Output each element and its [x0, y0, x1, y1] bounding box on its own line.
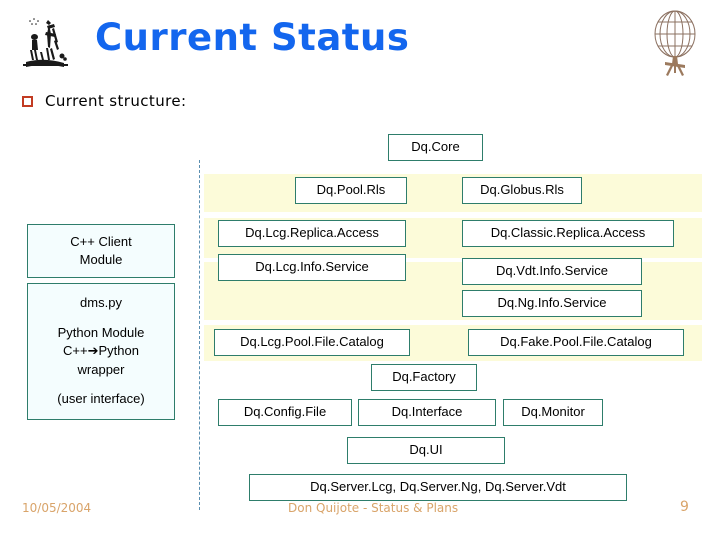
box-dq-classic-replica-access: Dq.Classic.Replica.Access — [462, 220, 674, 247]
box-dq-factory: Dq.Factory — [371, 364, 477, 391]
box-dq-config-file: Dq.Config.File — [218, 399, 352, 426]
python-module-line3: C++➔Python — [28, 342, 174, 361]
cpp-client-line1: C++ Client — [70, 233, 132, 249]
box-dq-lcg-pool-file-catalog: Dq.Lcg.Pool.File.Catalog — [214, 329, 410, 356]
cpp-client-line2: Module — [79, 252, 123, 267]
python-module-line3b: Python — [98, 342, 139, 358]
highlight-band-1 — [204, 174, 702, 212]
footer-date: 10/05/2004 — [22, 501, 92, 515]
python-module-title: dms.py — [80, 295, 122, 311]
footer-subtitle: Don Quijote - Status & Plans — [288, 501, 459, 515]
box-dq-lcg-replica-access: Dq.Lcg.Replica.Access — [218, 220, 406, 247]
page-title: Current Status — [95, 16, 410, 59]
box-dq-ng-info-service: Dq.Ng.Info.Service — [462, 290, 642, 317]
right-arrow-icon: ➔ — [87, 343, 99, 359]
don-quixote-sketch-icon — [23, 18, 68, 67]
box-dq-core: Dq.Core — [388, 134, 483, 161]
bullet-row: Current structure: — [22, 92, 186, 110]
python-module-line3a: C++ — [63, 342, 88, 358]
box-dq-monitor: Dq.Monitor — [503, 399, 603, 426]
box-dq-lcg-info-service: Dq.Lcg.Info.Service — [218, 254, 406, 281]
python-module-line5: (user interface) — [57, 391, 145, 407]
box-dq-ui: Dq.UI — [347, 437, 505, 464]
box-dq-interface: Dq.Interface — [358, 399, 496, 426]
python-module-line4: wrapper — [77, 362, 125, 378]
windmill-globe-sketch-icon — [654, 10, 696, 76]
box-dq-fake-pool-file-catalog: Dq.Fake.Pool.File.Catalog — [468, 329, 684, 356]
box-dq-vdt-info-service: Dq.Vdt.Info.Service — [462, 258, 642, 285]
box-python-module: dms.py Python Module C++➔Python wrapper … — [27, 283, 175, 420]
box-dq-globus-rls: Dq.Globus.Rls — [462, 177, 582, 204]
footer-page-number: 9 — [680, 499, 689, 515]
box-dq-servers: Dq.Server.Lcg, Dq.Server.Ng, Dq.Server.V… — [249, 474, 627, 501]
spacer — [28, 379, 174, 390]
python-module-line2: Python Module — [57, 324, 145, 340]
box-cpp-client-module: C++ Client Module — [27, 224, 175, 278]
vertical-dashed-divider — [199, 160, 200, 510]
box-dq-pool-rls: Dq.Pool.Rls — [295, 177, 407, 204]
bullet-text: Current structure: — [45, 92, 187, 110]
spacer — [28, 313, 174, 324]
square-bullet-icon — [22, 95, 33, 107]
